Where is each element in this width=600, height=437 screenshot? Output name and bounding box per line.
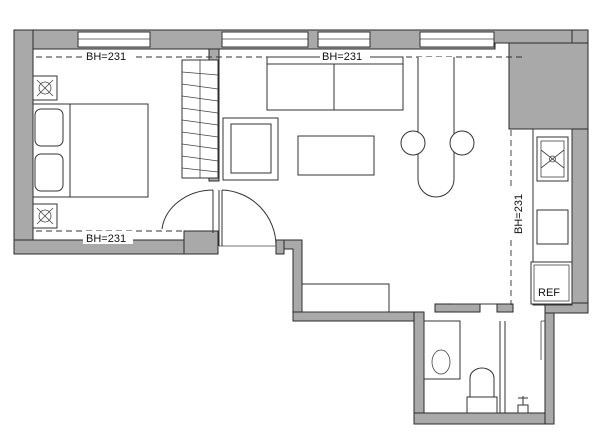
armchair: [222, 117, 279, 181]
beam-label-bedroom-top: BH=231: [86, 51, 126, 63]
beam-label-kitchen-side: BH=231: [513, 194, 525, 234]
sofa: [266, 56, 404, 111]
nightstand-top: [32, 75, 58, 101]
toilet: [466, 367, 498, 414]
sink: [536, 136, 569, 182]
kitchen: [530, 128, 573, 306]
refrigerator-label: REF: [538, 287, 560, 299]
bathroom: [423, 303, 545, 414]
living-room: [222, 56, 404, 313]
walls: [13, 29, 589, 425]
cooktop: [536, 209, 569, 245]
windows: [77, 31, 495, 48]
labels: BH=231 BH=231 BH=231 BH=231 REF: [83, 50, 560, 299]
beam-label-living-top: BH=231: [322, 51, 362, 63]
washbasin: [423, 320, 461, 380]
shower-valve-icon: [517, 396, 529, 414]
beam-label-bedroom-bottom: BH=231: [86, 233, 126, 245]
nightstand-bottom: [32, 203, 58, 229]
bedroom-door: [161, 189, 220, 246]
tv-console: [301, 283, 390, 313]
bed: [32, 103, 149, 198]
coffee-table: [297, 135, 375, 176]
dining-bar: [400, 57, 475, 198]
wardrobe: [181, 59, 219, 179]
entry-door: [219, 189, 277, 247]
bedroom: [32, 59, 220, 246]
shower-screen: [499, 320, 545, 413]
refrigerator: [530, 261, 573, 305]
